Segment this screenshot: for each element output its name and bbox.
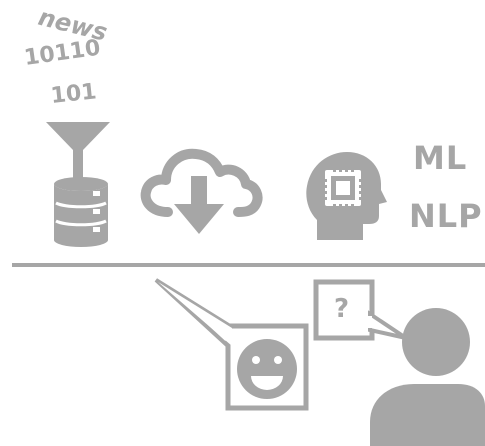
- binary-line-1: 10110: [22, 35, 102, 71]
- smiley-face-icon: [237, 339, 297, 399]
- question-mark: ?: [334, 294, 350, 324]
- funnel-icon: [46, 122, 110, 182]
- brain-chip-icon: [306, 152, 387, 240]
- database-icon: [54, 177, 108, 247]
- nlp-label: NLP: [409, 197, 483, 235]
- smiley-speech-bubble: [154, 278, 309, 411]
- divider-line: [12, 263, 485, 267]
- ml-label: ML: [413, 139, 468, 177]
- person-icon: [370, 308, 485, 446]
- binary-line-2: 101: [49, 79, 98, 109]
- question-speech-bubble: [313, 279, 408, 341]
- cloud-download-icon: [140, 148, 263, 234]
